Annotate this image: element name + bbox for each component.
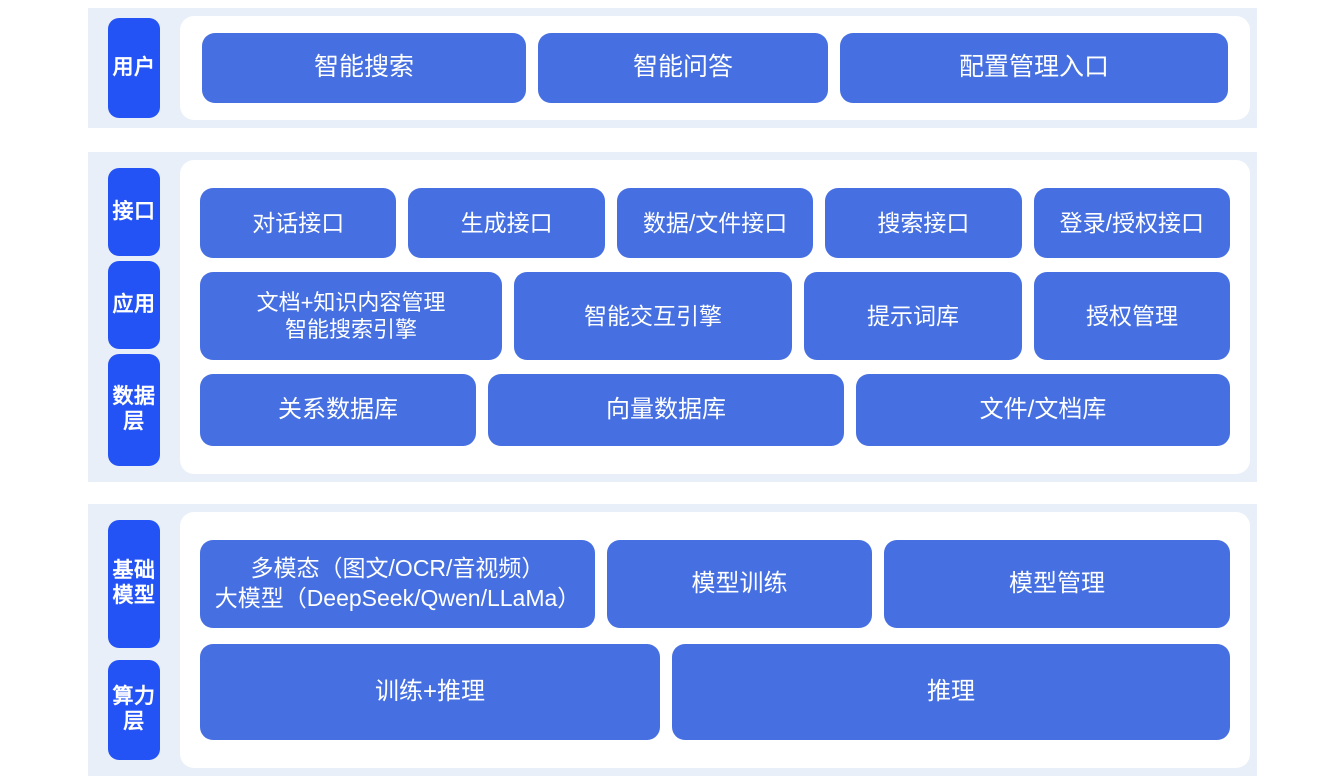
chip-column-middle: 接口 应用 数据层 [88,152,180,482]
card-authorization-management[interactable]: 授权管理 [1034,272,1230,360]
card-generation-api[interactable]: 生成接口 [408,188,605,258]
section-bottom-layers: 基础模型 算力层 多模态（图文/OCR/音视频） 大模型（DeepSeek/Qw… [88,504,1257,776]
row-foundation-model: 多模态（图文/OCR/音视频） 大模型（DeepSeek/Qwen/LLaMa）… [200,540,1230,628]
section-user-layer: 用户 智能搜索 智能问答 配置管理入口 [88,8,1257,128]
layer-chip-foundation-model[interactable]: 基础模型 [108,520,160,648]
card-model-training[interactable]: 模型训练 [607,540,872,628]
card-document-knowledge-management[interactable]: 文档+知识内容管理 智能搜索引擎 [200,272,502,360]
layer-chip-compute[interactable]: 算力层 [108,660,160,760]
layer-chip-interface[interactable]: 接口 [108,168,160,256]
card-login-auth-api[interactable]: 登录/授权接口 [1033,188,1231,258]
card-intelligent-qa[interactable]: 智能问答 [538,33,828,103]
chip-column-user: 用户 [88,8,180,128]
panel-middle-layers: 对话接口 生成接口 数据/文件接口 搜索接口 登录/授权接口 文档+知识内容管理… [180,160,1250,474]
row-user-entries: 智能搜索 智能问答 配置管理入口 [202,33,1228,103]
card-search-api[interactable]: 搜索接口 [825,188,1022,258]
card-training-plus-inference[interactable]: 训练+推理 [200,644,660,740]
row-data-stores: 关系数据库 向量数据库 文件/文档库 [200,374,1230,446]
card-prompt-library[interactable]: 提示词库 [804,272,1022,360]
card-data-file-api[interactable]: 数据/文件接口 [616,188,814,258]
card-intelligent-interaction-engine[interactable]: 智能交互引擎 [514,272,792,360]
layer-chip-data[interactable]: 数据层 [108,354,160,466]
row-interface: 对话接口 生成接口 数据/文件接口 搜索接口 登录/授权接口 [200,188,1231,258]
card-relational-database[interactable]: 关系数据库 [200,374,476,446]
card-intelligent-search[interactable]: 智能搜索 [202,33,526,103]
card-config-management-entry[interactable]: 配置管理入口 [840,33,1228,103]
card-inference[interactable]: 推理 [672,644,1230,740]
panel-user-layer: 智能搜索 智能问答 配置管理入口 [180,16,1250,120]
card-multimodal-large-model[interactable]: 多模态（图文/OCR/音视频） 大模型（DeepSeek/Qwen/LLaMa） [200,540,595,628]
panel-bottom-layers: 多模态（图文/OCR/音视频） 大模型（DeepSeek/Qwen/LLaMa）… [180,512,1250,768]
layer-chip-application[interactable]: 应用 [108,261,160,349]
row-compute: 训练+推理 推理 [200,644,1230,740]
card-dialog-api[interactable]: 对话接口 [200,188,397,258]
row-application: 文档+知识内容管理 智能搜索引擎 智能交互引擎 提示词库 授权管理 [200,272,1230,360]
section-middle-layers: 接口 应用 数据层 对话接口 生成接口 数据/文件接口 搜索接口 登录/授权接口… [88,152,1257,482]
card-model-management[interactable]: 模型管理 [884,540,1230,628]
layer-chip-user[interactable]: 用户 [108,18,160,118]
card-file-document-store[interactable]: 文件/文档库 [856,374,1230,446]
chip-column-bottom: 基础模型 算力层 [88,504,180,776]
card-vector-database[interactable]: 向量数据库 [488,374,844,446]
